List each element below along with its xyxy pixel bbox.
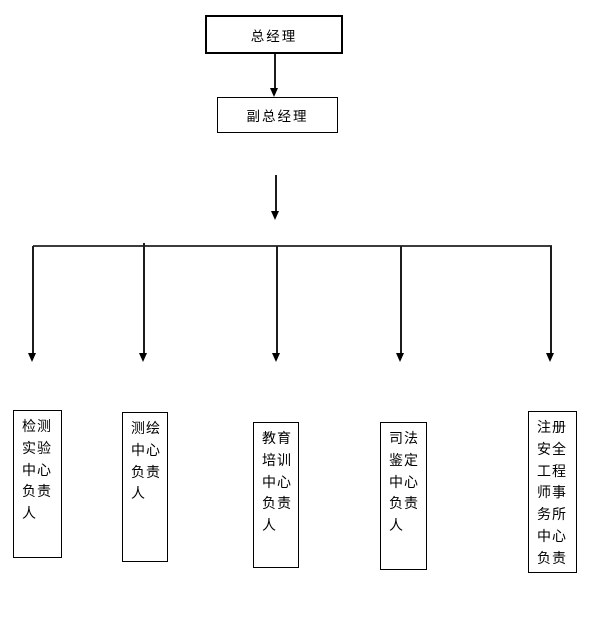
node-judicial-appraisal-center-label: 司法鉴定中心负责人: [389, 431, 419, 535]
node-deputy-general-manager: 副总经理: [217, 97, 338, 133]
node-surveying-center-label: 测绘中心负责人: [131, 421, 161, 503]
connector-branch-to-dept-4: [400, 246, 402, 353]
node-general-manager-label: 总经理: [250, 28, 298, 45]
connector-gm-to-dgm: [274, 54, 276, 88]
arrow-down-icon: [272, 353, 280, 362]
connector-branch-to-dept-5: [550, 246, 552, 353]
arrow-down-icon: [270, 88, 278, 97]
connector-dgm-to-branch: [275, 175, 277, 212]
arrow-down-icon: [28, 353, 36, 362]
node-education-training-center-label: 教育培训中心负责人: [262, 431, 292, 535]
branch-bar: [33, 245, 552, 247]
node-registered-safety-engineer-office-center: 注册安全工程师事务所中心负责: [528, 411, 577, 573]
connector-branch-to-dept-1: [32, 246, 34, 353]
node-registered-safety-engineer-office-center-label: 注册安全工程师事务所中心负责: [537, 420, 567, 567]
node-education-training-center: 教育培训中心负责人: [253, 422, 299, 568]
arrow-down-icon: [139, 353, 147, 362]
connector-branch-to-dept-3: [276, 246, 278, 353]
node-inspection-lab-center-label: 检测实验中心负责人: [22, 419, 52, 523]
arrow-down-icon: [396, 353, 404, 362]
node-surveying-center: 测绘中心负责人: [122, 412, 168, 562]
node-general-manager: 总经理: [205, 15, 343, 54]
node-deputy-general-manager-label: 副总经理: [246, 109, 309, 125]
node-inspection-lab-center: 检测实验中心负责人: [13, 410, 62, 558]
node-judicial-appraisal-center: 司法鉴定中心负责人: [380, 422, 427, 570]
connector-branch-to-dept-2: [143, 243, 145, 353]
arrow-down-icon: [546, 353, 554, 362]
arrow-down-icon: [271, 211, 279, 220]
